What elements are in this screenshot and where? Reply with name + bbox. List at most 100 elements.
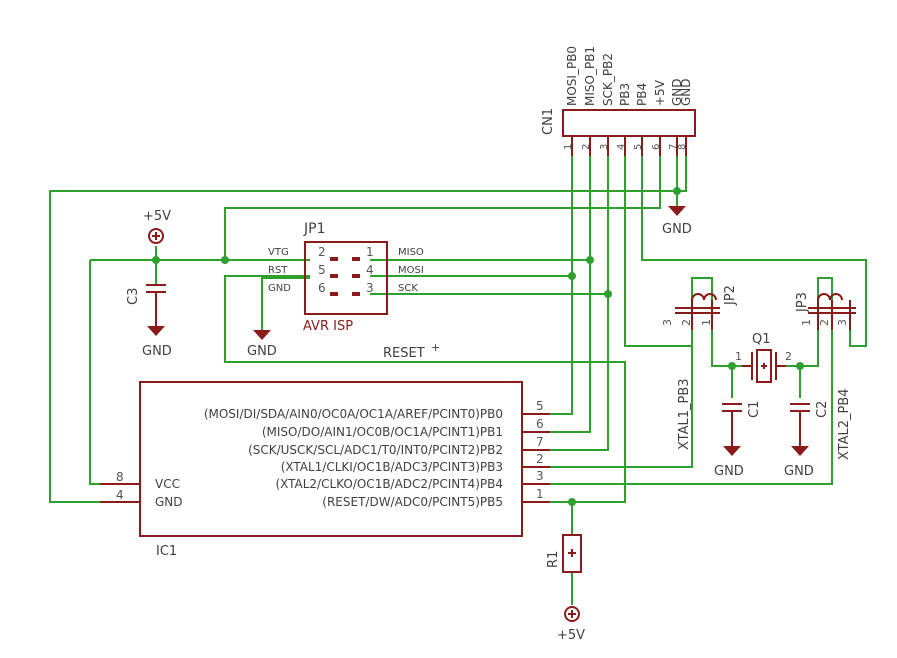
jp2-pin-3: 3 [661, 319, 674, 326]
q1-body [756, 349, 772, 383]
ground-icon [668, 206, 686, 216]
gnd-label-jp1: GND [247, 344, 277, 359]
jumper-jp3: JP3 1 2 3 [795, 292, 856, 330]
c3-plates [146, 284, 166, 312]
pin-mark [330, 257, 338, 261]
jp3-pin-2: 2 [818, 319, 831, 326]
jp3-leads [817, 300, 851, 330]
jp1-label-gnd: GND [268, 283, 291, 294]
capacitor-c3: C3 [126, 284, 166, 312]
cn1-pin-label: PB4 [635, 83, 649, 106]
c3-refdes: C3 [126, 288, 141, 305]
pin-mark [330, 274, 338, 278]
net-miso [370, 156, 591, 433]
jp3-pin-3: 3 [836, 319, 849, 326]
gnd-label-c2: GND [784, 464, 814, 479]
q1-marker [761, 363, 767, 369]
vcc-label-r1: +5V [557, 628, 585, 643]
junction-dot [604, 290, 612, 298]
ic1-pin-4: 4 [116, 488, 124, 502]
gnd-symbol-c3: GND [142, 312, 172, 359]
junction-dot [728, 362, 736, 370]
net-gnd-loop [49, 190, 677, 503]
net-vtg [224, 156, 661, 260]
ic1-right-leads [522, 413, 550, 503]
ic1-pin-label: (MOSI/DI/SDA/AIN0/OC0A/OC1A/AREF/PCINT0)… [204, 407, 503, 421]
cn1-pin-label: GND [670, 78, 684, 106]
cn1-pin-number: 5 [633, 144, 644, 150]
nets [49, 156, 867, 605]
cn1-pin-number: 1 [563, 144, 574, 150]
jp1-label-sck: SCK [398, 283, 418, 294]
net-label-xtal1: XTAL1_PB3 [677, 378, 692, 450]
ic1-vcc-label: VCC [155, 477, 180, 491]
junctions [152, 187, 804, 506]
cn1-pin-number: 8 [677, 144, 688, 150]
ic1-pin-8: 8 [116, 470, 124, 484]
net-cn1-gnd [676, 156, 687, 206]
jp3-refdes: JP3 [795, 292, 810, 313]
jp1-label-rst: RST [268, 265, 288, 276]
vcc-icon [148, 228, 164, 244]
c2-plates [790, 403, 810, 446]
net-label-reset: RESET [383, 346, 425, 361]
jp1-label-mosi: MOSI [398, 265, 424, 276]
ic1-pin-number: 3 [536, 469, 544, 483]
junction-dot [221, 256, 229, 264]
capacitor-c2: C2 GND [784, 401, 830, 479]
gnd-label-c3: GND [142, 344, 172, 359]
jp1-value: AVR ISP [303, 319, 353, 334]
ic1-pin-label: (XTAL1/CLKI/OC1B/ADC3/PCINT3)PB3 [281, 460, 503, 474]
ic1-pin-number: 7 [536, 435, 544, 449]
header-jp1: JP1 AVR ISP 2 5 6 1 4 3 VTG RST GND MISO… [268, 221, 424, 334]
ic1-pin-number: 5 [536, 399, 544, 413]
junction-dot [568, 498, 576, 506]
r1-refdes: R1 [546, 551, 561, 568]
jp1-label-vtg: VTG [268, 247, 289, 258]
jp2-arcs [691, 293, 717, 301]
cn1-pin-number: 2 [581, 144, 592, 150]
q1-refdes: Q1 [752, 332, 771, 347]
ic1-pin-number: 6 [536, 417, 544, 431]
vcc-symbol-c3: +5V [143, 209, 171, 244]
cn1-pin-label: PB3 [618, 83, 632, 106]
r1-body [562, 534, 582, 573]
ground-icon [791, 446, 809, 456]
jp1-label-miso: MISO [398, 247, 424, 258]
gnd-symbol-cn1: GND [662, 206, 692, 237]
crystal-q1: Q1 1 2 [735, 332, 792, 383]
cn1-pin-number: 7 [668, 144, 679, 150]
cn1-pin-label: MOSI_PB0 [565, 46, 579, 106]
jp1-pin-2: 2 [318, 245, 326, 259]
net-jp3-loop [817, 277, 833, 300]
net-mosi [370, 156, 573, 415]
jp1-pin-6: 6 [318, 281, 326, 295]
net-pb4 [550, 156, 867, 485]
cn1-pin-leads [571, 136, 687, 156]
ic1-right-pins: (MOSI/DI/SDA/AIN0/OC0A/OC1A/AREF/PCINT0)… [204, 399, 544, 509]
junction-dot [796, 362, 804, 370]
pin-mark [352, 274, 360, 278]
net-sck [370, 156, 609, 451]
cn1-pin-label: +5V [653, 79, 667, 106]
net-xtal1 [711, 330, 742, 398]
c1-plates [722, 403, 742, 446]
q1-pin-2: 2 [785, 350, 792, 363]
vcc-label-c3: +5V [143, 209, 171, 224]
jp1-pin-1: 1 [366, 245, 374, 259]
ic1-gnd-label: GND [155, 495, 183, 509]
cn1-pin-number: 4 [616, 144, 627, 150]
jp1-refdes: JP1 [303, 221, 325, 237]
ic1-pin-label: (MISO/DO/AIN1/OC0B/OC1A/PCINT1)PB1 [262, 425, 503, 439]
junction-dot [673, 187, 681, 195]
junction-dot [152, 256, 160, 264]
c2-refdes: C2 [815, 401, 830, 418]
ground-icon [253, 330, 271, 340]
ic1: VCC GND 8 4 (MOSI/DI/SDA/AIN0/OC0A/OC1A/… [100, 381, 550, 559]
q1-pin-1: 1 [735, 350, 742, 363]
ic1-body [139, 381, 523, 537]
jp2-leads [691, 300, 713, 330]
ground-icon [147, 326, 165, 336]
